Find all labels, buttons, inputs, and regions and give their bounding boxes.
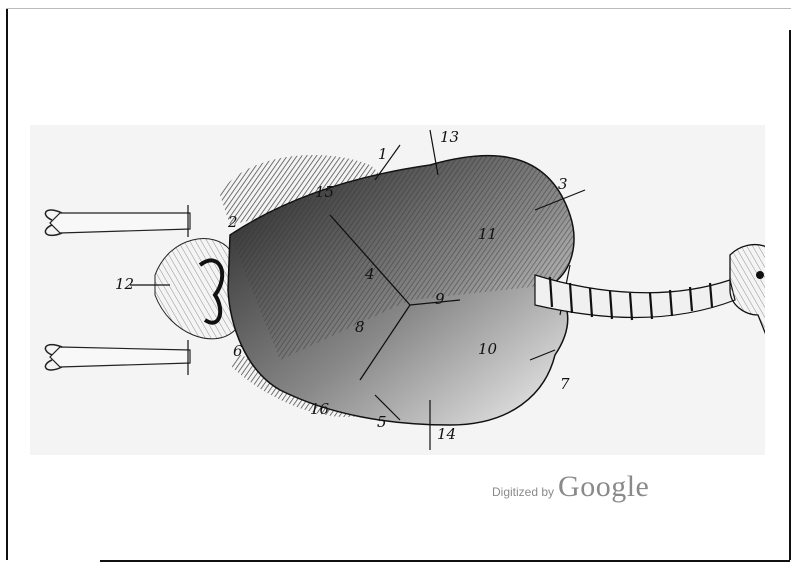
neck bbox=[535, 275, 735, 318]
top-border-line bbox=[6, 8, 791, 9]
label-16: 16 bbox=[310, 400, 329, 418]
label-6: 6 bbox=[233, 342, 243, 360]
label-14: 14 bbox=[437, 425, 456, 443]
label-15: 15 bbox=[315, 183, 334, 201]
label-12: 12 bbox=[115, 275, 134, 293]
label-7: 7 bbox=[560, 375, 570, 393]
label-1: 1 bbox=[378, 145, 388, 163]
right-border-line bbox=[789, 30, 791, 560]
digitization-watermark: Digitized by Google bbox=[492, 470, 649, 504]
label-3: 3 bbox=[558, 175, 568, 193]
label-11: 11 bbox=[478, 225, 497, 243]
label-10: 10 bbox=[478, 340, 497, 358]
head bbox=[730, 245, 765, 345]
tail bbox=[155, 239, 235, 339]
label-5: 5 bbox=[377, 413, 387, 431]
label-13: 13 bbox=[440, 128, 459, 146]
lower-shank bbox=[50, 347, 190, 367]
label-8: 8 bbox=[355, 318, 365, 336]
label-4: 4 bbox=[365, 265, 375, 283]
label-9: 9 bbox=[435, 290, 445, 308]
bottom-border-line bbox=[100, 560, 790, 562]
label-2: 2 bbox=[228, 213, 238, 231]
upper-shank bbox=[50, 213, 190, 233]
left-border-line bbox=[6, 8, 8, 560]
trussed-bird-illustration bbox=[30, 125, 765, 455]
watermark-brand: Google bbox=[558, 470, 649, 504]
watermark-prefix: Digitized by bbox=[492, 485, 554, 499]
